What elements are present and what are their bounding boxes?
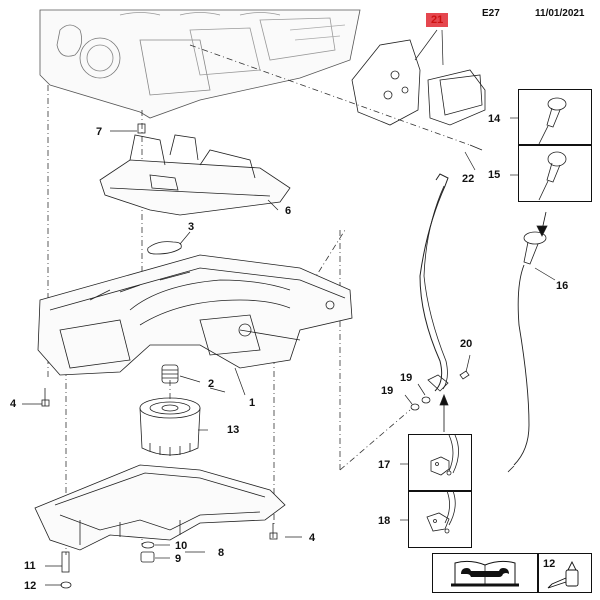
arrow-icon <box>536 225 548 237</box>
tube-bracket-icon <box>430 434 459 476</box>
inset-tube-bracket-18[interactable] <box>408 490 472 548</box>
tube-bolt <box>459 370 470 380</box>
oil-baffle <box>99 134 291 216</box>
washer <box>421 396 431 404</box>
callout-22[interactable]: 22 <box>462 173 475 185</box>
callout-4-left[interactable]: 4 <box>10 398 17 410</box>
dipstick-handle-icon <box>538 97 567 145</box>
callout-17[interactable]: 17 <box>378 459 391 471</box>
oil-cooler <box>351 39 486 126</box>
page-code: E27 <box>482 8 500 19</box>
legend-sealant: 12 <box>537 553 592 593</box>
callout-8[interactable]: 9 <box>175 553 182 565</box>
callout-5[interactable]: 6 <box>285 205 292 217</box>
legend-service-manual <box>432 553 539 593</box>
inset-dipstick-handle-14[interactable] <box>518 89 592 146</box>
cooler-bolt <box>469 144 483 151</box>
dowel-pin <box>137 123 146 134</box>
inset-tube-bracket-17[interactable] <box>408 434 472 492</box>
sealant-ref: 12 <box>543 558 556 570</box>
callout-16[interactable]: 16 <box>556 280 569 292</box>
dipstick-handle-icon <box>538 151 567 201</box>
tube-bracket-icon <box>426 490 456 534</box>
callout-1[interactable]: 1 <box>249 397 256 409</box>
callout-11[interactable]: 12 <box>24 580 37 592</box>
callout-7[interactable]: 8 <box>218 547 225 559</box>
date: 11/01/2021 <box>535 8 585 19</box>
callout-4-right[interactable]: 4 <box>309 532 316 544</box>
oil-filter <box>139 397 201 456</box>
washer <box>410 403 420 411</box>
dipstick-tube <box>419 173 449 392</box>
engine-block <box>39 9 361 119</box>
callout-13[interactable]: 13 <box>227 424 240 436</box>
inset-dipstick-handle-15[interactable] <box>518 144 592 202</box>
sealant-bottle-icon <box>547 560 579 589</box>
callout-3[interactable]: 3 <box>188 221 195 233</box>
callout-21-highlight[interactable]: 21 <box>426 13 449 27</box>
bolt <box>269 523 278 540</box>
callout-6[interactable]: 7 <box>96 126 103 138</box>
callout-9[interactable]: 10 <box>175 540 188 552</box>
upper-oil-pan <box>37 254 353 376</box>
drain-plug-washer <box>141 541 155 549</box>
callout-18[interactable]: 18 <box>378 515 391 527</box>
callout-19-lower[interactable]: 19 <box>381 385 394 397</box>
callout-20[interactable]: 20 <box>460 338 473 350</box>
service-manual-wrench-icon <box>451 560 519 587</box>
nut <box>60 581 72 589</box>
stud <box>61 551 70 573</box>
lower-oil-pan <box>34 464 286 551</box>
drain-plug <box>140 551 155 563</box>
relief-spring <box>161 364 179 384</box>
callout-14[interactable]: 14 <box>488 113 501 125</box>
dipstick <box>507 231 547 473</box>
pickup-gasket <box>147 241 182 255</box>
callout-10[interactable]: 11 <box>24 560 36 572</box>
bolt <box>41 388 50 407</box>
callout-2[interactable]: 2 <box>208 378 215 390</box>
callout-15[interactable]: 15 <box>488 169 501 181</box>
callout-19-upper[interactable]: 19 <box>400 372 413 384</box>
